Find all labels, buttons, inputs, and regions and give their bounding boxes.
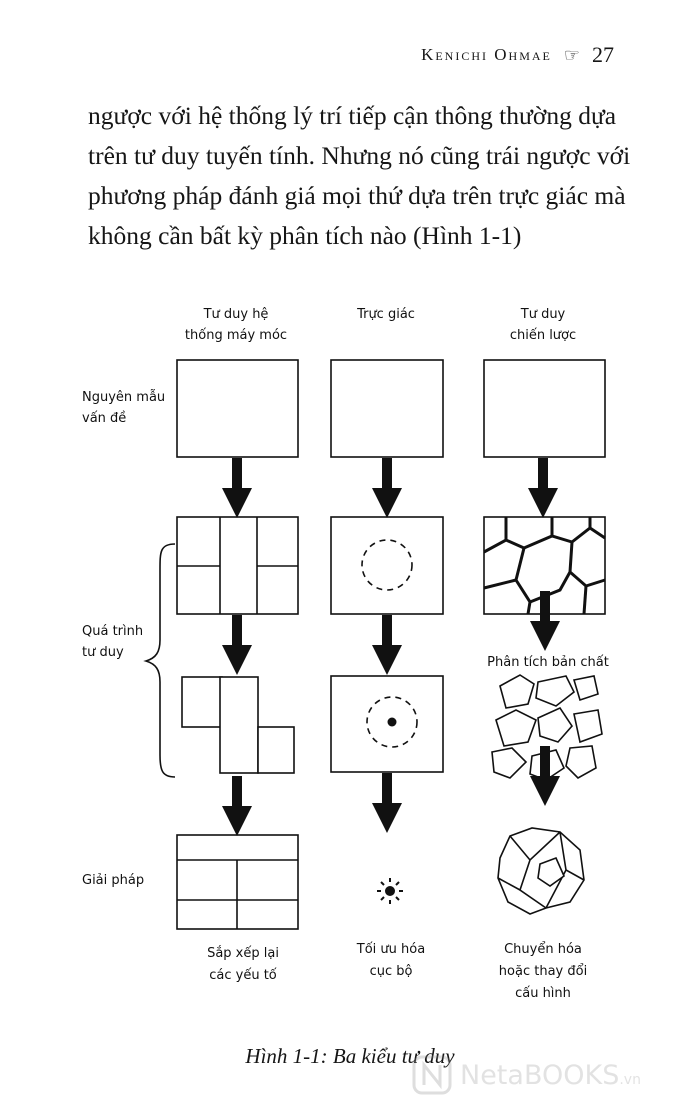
analysis-label: Phân tích bản chất xyxy=(487,655,609,670)
row-label-process-line2: tư duy xyxy=(82,645,124,660)
body-line: phương pháp đánh giá mọi thứ dựa trên tr… xyxy=(88,181,626,210)
row-label-problem: Nguyên mẫu xyxy=(82,390,165,405)
sun-point-icon xyxy=(377,878,403,904)
fragments-cluster xyxy=(491,674,603,781)
dashed-circle-box xyxy=(330,516,444,615)
rearranged-blocks xyxy=(181,676,295,774)
watermark: NetaBOOKS.vn xyxy=(412,1052,682,1098)
row-label-process: Quá trình xyxy=(82,624,143,639)
watermark-brand: NetaBOOKS.vn xyxy=(460,1059,641,1091)
body-line: trên tư duy tuyến tính. Nhưng nó cũng tr… xyxy=(88,141,631,170)
result-label-intuition-line2: cục bộ xyxy=(370,964,413,979)
down-arrow-icon xyxy=(372,615,402,675)
down-arrow-icon xyxy=(222,776,252,836)
pointing-hand-icon: ☞ xyxy=(563,44,580,66)
result-label-strategic-line2: hoặc thay đổi xyxy=(499,964,587,979)
column-header-strategic: Tư duy xyxy=(520,307,566,322)
result-label-strategic-line3: cấu hình xyxy=(515,986,571,1001)
column-header-strategic-line2: chiến lược xyxy=(510,328,576,343)
problem-box-strategic xyxy=(483,359,606,458)
problem-box-mechanical xyxy=(176,359,299,458)
body-paragraph: ngược với hệ thống lý trí tiếp cận thông… xyxy=(88,96,631,256)
down-arrow-icon xyxy=(528,458,558,518)
focused-circle-box xyxy=(330,675,444,773)
result-label-strategic: Chuyển hóa xyxy=(504,942,582,957)
process-brace xyxy=(143,543,176,778)
down-arrow-icon xyxy=(372,773,402,833)
author-name: Kenichi Ohmae xyxy=(421,45,552,64)
running-head: Kenichi Ohmae ☞ 27 xyxy=(0,40,614,70)
figure-three-thinking-types: Tư duy hệ thống máy móc Trực giác Tư duy… xyxy=(0,290,700,1030)
body-line: không cần bất kỳ phân tích nào (Hình 1-1… xyxy=(88,221,522,250)
down-arrow-icon xyxy=(372,458,402,518)
row-label-solution: Giải pháp xyxy=(82,873,144,888)
problem-box-intuition xyxy=(330,359,444,458)
result-label-intuition: Tối ưu hóa xyxy=(356,942,425,957)
column-header-mechanical-line2: thống máy móc xyxy=(185,328,287,343)
netabooks-logo-icon xyxy=(412,1055,452,1095)
solution-grid-box xyxy=(176,834,299,930)
down-arrow-icon xyxy=(222,615,252,675)
result-label-mechanical: Sắp xếp lại xyxy=(207,946,279,961)
figure-caption: Hình 1-1: Ba kiểu tư duy xyxy=(245,1044,455,1068)
reconfigured-shape xyxy=(497,827,585,915)
split-grid-box xyxy=(176,516,299,615)
body-line: ngược với hệ thống lý trí tiếp cận thông… xyxy=(88,101,617,130)
result-label-mechanical-line2: các yếu tố xyxy=(209,968,277,983)
page-number: 27 xyxy=(592,42,614,67)
column-header-mechanical: Tư duy hệ xyxy=(203,307,269,322)
diagram-canvas: Tư duy hệ thống máy móc Trực giác Tư duy… xyxy=(82,307,609,1001)
down-arrow-icon xyxy=(222,458,252,518)
row-label-problem-line2: vấn đề xyxy=(82,411,126,426)
column-header-intuition: Trực giác xyxy=(356,307,415,322)
